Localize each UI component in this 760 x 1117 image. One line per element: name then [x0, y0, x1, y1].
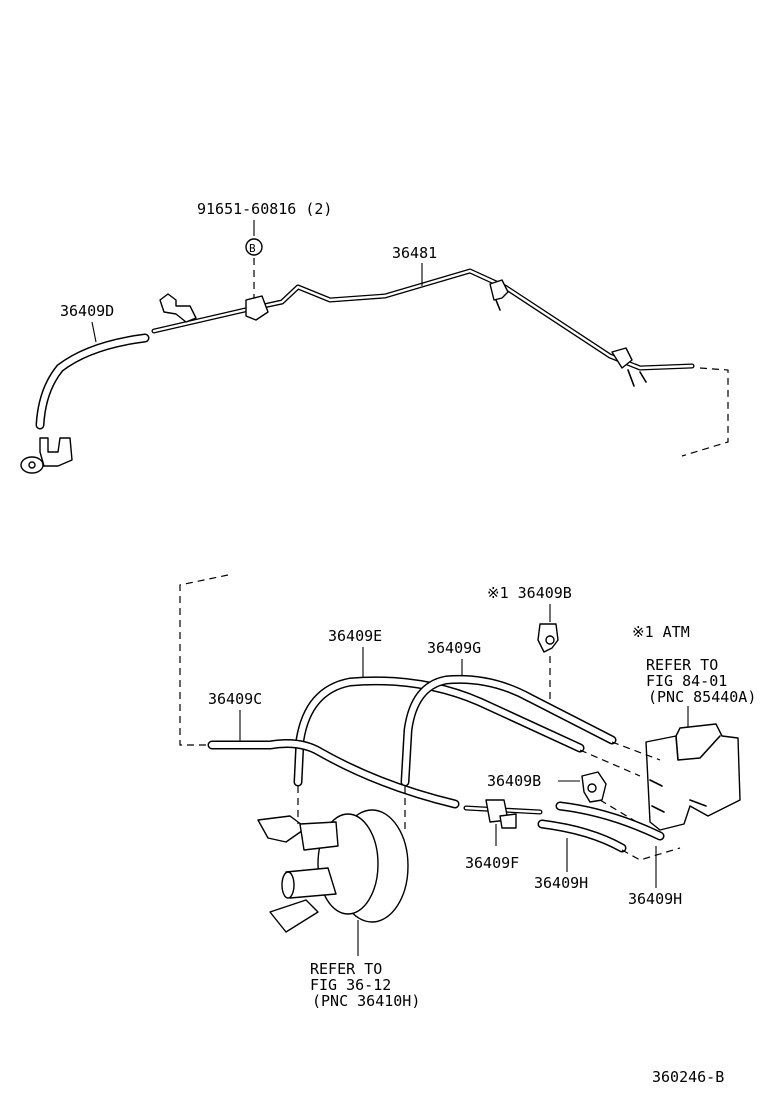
svg-text:REFER TO: REFER TO — [310, 960, 382, 978]
refer-vsv: REFER TO FIG 84-01 (PNC 85440A) — [646, 656, 756, 706]
label-hose-e: 36409E — [328, 627, 382, 645]
svg-text:B: B — [249, 242, 256, 255]
connection-dashed-bottom — [179, 574, 229, 746]
clip-36409b-middle — [581, 771, 607, 803]
leader-hose-d — [91, 321, 97, 343]
svg-text:(PNC 85440A): (PNC 85440A) — [648, 688, 756, 706]
callout-b-symbol: B — [245, 238, 263, 256]
label-hose-f: 36409F — [465, 854, 519, 872]
label-hose-c: 36409C — [208, 690, 262, 708]
pipe-clip-middle — [489, 279, 509, 311]
hose-36409e — [293, 676, 585, 787]
figure-number: 360246-B — [652, 1068, 724, 1086]
svg-text:(PNC 36410H): (PNC 36410H) — [312, 992, 420, 1010]
hose-36409g — [400, 674, 617, 787]
label-pipe-36481: 36481 — [392, 244, 437, 262]
brake-booster — [257, 809, 409, 933]
label-hose-b: 36409B — [487, 772, 541, 790]
union-fitting-d — [20, 437, 73, 474]
hose-36409h-lower — [537, 819, 627, 853]
hose-36409d — [35, 333, 150, 430]
label-hose-g: 36409G — [427, 639, 481, 657]
pipe-clip-left — [159, 293, 269, 323]
pipe-clip-right — [611, 347, 647, 387]
label-hose-h2: 36409H — [628, 890, 682, 908]
refer-booster: REFER TO FIG 36-12 (PNC 36410H) — [310, 960, 420, 1010]
connection-dashed-top — [681, 367, 729, 457]
vsv-valve-unit — [645, 723, 741, 831]
label-hose-d: 36409D — [60, 302, 114, 320]
label-clip-part: 91651-60816 (2) — [197, 200, 332, 218]
svg-text:FIG 36-12: FIG 36-12 — [310, 976, 391, 994]
label-note-atm-b: ※1 36409B — [487, 584, 572, 602]
svg-text:REFER TO: REFER TO — [646, 656, 718, 674]
pipe-36481 — [151, 268, 695, 371]
dashed-g-to-vsv — [611, 741, 661, 761]
label-hose-h1: 36409H — [534, 874, 588, 892]
svg-text:FIG 84-01: FIG 84-01 — [646, 672, 727, 690]
hose-36409h-upper — [555, 801, 665, 841]
dashed-h-to-vsv — [621, 847, 681, 861]
dashed-e-to-vsv — [579, 749, 641, 777]
label-note-atm: ※1 ATM — [632, 623, 690, 641]
vacuum-filter-36409f — [463, 799, 543, 829]
clip-36409b-top — [537, 623, 559, 653]
hose-36409c — [207, 739, 460, 809]
